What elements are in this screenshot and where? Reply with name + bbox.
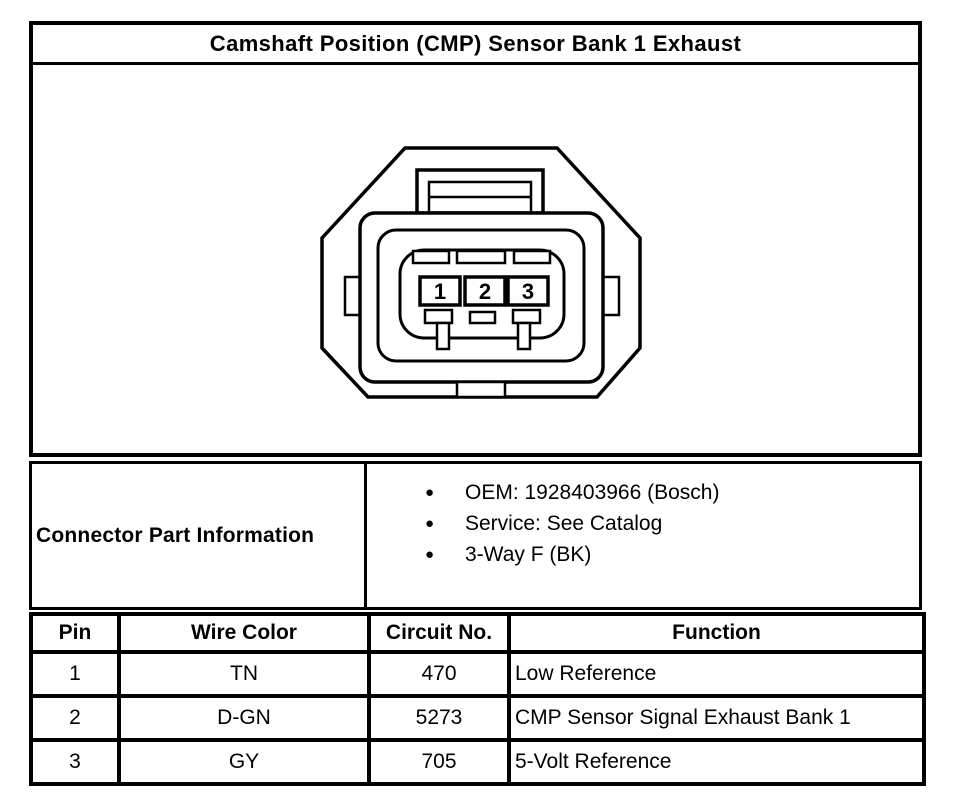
part-info-list: ● OEM: 1928403966 (Bosch) ● Service: See… (367, 464, 919, 607)
list-item: ● OEM: 1928403966 (Bosch) (367, 477, 919, 508)
part-info-service: Service: See Catalog (465, 511, 663, 535)
keyway-slot-2 (455, 249, 507, 265)
right-lock-tab (601, 275, 621, 317)
cell-function: CMP Sensor Signal Exhaust Bank 1 (507, 694, 926, 742)
connector-diagram-area: 1 2 3 (33, 65, 918, 453)
connector-front-view-diagram: 1 2 3 (320, 146, 642, 399)
part-info-label: Connector Part Information (32, 464, 367, 607)
page-title: Camshaft Position (CMP) Sensor Bank 1 Ex… (33, 25, 918, 65)
pin-3-keyway-stem (516, 321, 532, 351)
part-info-way: 3-Way F (BK) (465, 542, 592, 566)
bullet-icon: ● (425, 484, 435, 501)
cell-function: Low Reference (507, 650, 926, 698)
cell-pin: 3 (29, 738, 121, 786)
pin-table: Pin Wire Color Circuit No. Function 1 TN… (29, 612, 926, 786)
title-and-diagram-panel: Camshaft Position (CMP) Sensor Bank 1 Ex… (29, 21, 922, 457)
cell-circuit-no: 470 (367, 650, 511, 698)
keyway-slot-3 (512, 249, 552, 265)
top-latch-tab (415, 168, 545, 215)
terminal-slot-2 (468, 310, 497, 325)
pin-1-keyway-stem (435, 321, 451, 351)
pin-3-box (506, 275, 550, 307)
col-header-function: Function (507, 612, 926, 654)
terminal-slot-3 (511, 308, 542, 325)
cell-circuit-no: 705 (367, 738, 511, 786)
table-row: 3 GY 705 5-Volt Reference (29, 738, 926, 786)
part-info-oem: OEM: 1928403966 (Bosch) (465, 480, 720, 504)
cell-wire-color: D-GN (117, 694, 371, 742)
cell-circuit-no: 5273 (367, 694, 511, 742)
pin-2-label: 2 (479, 279, 491, 304)
col-header-circuit-no: Circuit No. (367, 612, 511, 654)
pin-table-header-row: Pin Wire Color Circuit No. Function (29, 612, 926, 654)
cell-function: 5-Volt Reference (507, 738, 926, 786)
list-item: ● Service: See Catalog (367, 508, 919, 539)
cell-pin: 2 (29, 694, 121, 742)
pin-1-box (418, 275, 462, 307)
col-header-pin: Pin (29, 612, 121, 654)
cell-wire-color: TN (117, 650, 371, 698)
list-item: ● 3-Way F (BK) (367, 539, 919, 570)
pin-2-box (463, 275, 507, 307)
col-header-wire-color: Wire Color (117, 612, 371, 654)
bottom-index-notch (455, 380, 507, 399)
housing-inner-wall (376, 228, 586, 363)
part-info-panel: Connector Part Information ● OEM: 192840… (29, 461, 922, 610)
bullet-icon: ● (425, 546, 435, 563)
pin-3-label: 3 (522, 279, 534, 304)
cell-pin: 1 (29, 650, 121, 698)
cell-wire-color: GY (117, 738, 371, 786)
pin-1-label: 1 (434, 279, 446, 304)
table-row: 1 TN 470 Low Reference (29, 650, 926, 698)
table-row: 2 D-GN 5273 CMP Sensor Signal Exhaust Ba… (29, 694, 926, 742)
keyway-slot-1 (411, 249, 451, 265)
terminal-slot-1 (423, 308, 454, 325)
bullet-icon: ● (425, 515, 435, 532)
